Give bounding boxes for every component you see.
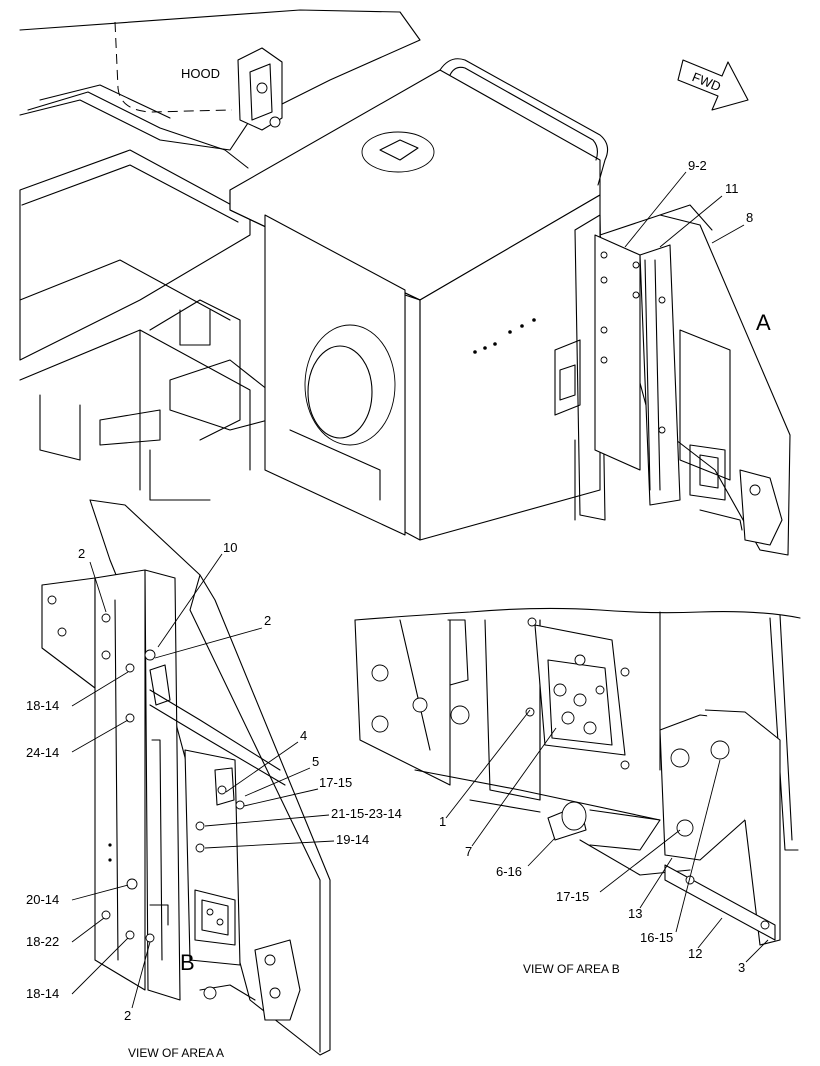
area-a-marker: A <box>756 310 771 335</box>
area-b-marker: B <box>180 950 195 975</box>
callout-4: 4 <box>300 728 307 743</box>
bottom-rail-12 <box>664 864 776 941</box>
left-deck <box>19 149 251 361</box>
callout-13: 13 <box>628 906 642 921</box>
area-a-bracket <box>594 234 641 471</box>
view-area-b <box>354 607 801 946</box>
connector-b <box>194 889 236 946</box>
area-a-channel <box>94 569 146 991</box>
caption-view-area-a: VIEW OF AREA A <box>128 1046 224 1060</box>
callout-17-15: 17-15 <box>319 775 352 790</box>
area-a-left-plate <box>41 577 96 689</box>
hood-frame <box>19 9 421 151</box>
callout-18-14-lower: 18-14 <box>26 986 59 1001</box>
caption-view-area-b: VIEW OF AREA B <box>523 962 620 976</box>
callout-3: 3 <box>738 960 745 975</box>
view-area-a <box>41 499 331 1056</box>
callout-9-2: 9-2 <box>688 158 707 173</box>
callout-2-top: 2 <box>78 546 85 561</box>
callout-24-14: 24-14 <box>26 745 59 760</box>
callout-10: 10 <box>223 540 237 555</box>
fwd-arrow: FWD <box>677 59 749 111</box>
hood-outline <box>114 21 233 113</box>
torn-edge <box>354 607 801 621</box>
callout-8: 8 <box>746 210 753 225</box>
guard-rail <box>439 58 609 186</box>
callout-1: 1 <box>439 814 446 829</box>
callout-2-bottom: 2 <box>124 1008 131 1023</box>
callout-20-14: 20-14 <box>26 892 59 907</box>
main-isometric-view <box>19 9 791 556</box>
callout-2-right: 2 <box>264 613 271 628</box>
callout-5: 5 <box>312 754 319 769</box>
callout-18-22: 18-22 <box>26 934 59 949</box>
callout-11: 11 <box>725 181 739 196</box>
callout-17-15-b: 17-15 <box>556 889 589 904</box>
callout-18-14-upper: 18-14 <box>26 698 59 713</box>
callout-16-15: 16-15 <box>640 930 673 945</box>
hood-label: HOOD <box>181 66 220 81</box>
callout-7: 7 <box>465 844 472 859</box>
callout-6-16: 6-16 <box>496 864 522 879</box>
callout-12: 12 <box>688 946 702 961</box>
callout-21-15-23-14: 21-15-23-14 <box>331 806 402 821</box>
callout-19-14: 19-14 <box>336 832 369 847</box>
